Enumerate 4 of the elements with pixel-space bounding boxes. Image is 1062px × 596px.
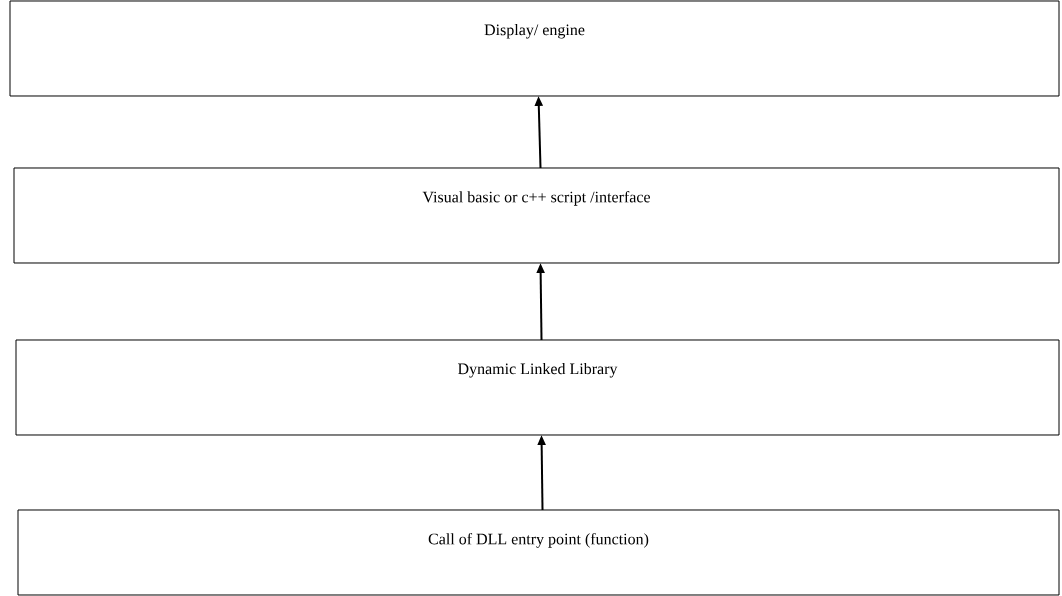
process-box: Display/ engine (9, 0, 1060, 97)
process-box: Dynamic Linked Library (15, 339, 1060, 436)
process-box: Call of DLL entry point (function) (17, 509, 1060, 596)
process-box: Visual basic or c++ script /interface (13, 167, 1060, 264)
